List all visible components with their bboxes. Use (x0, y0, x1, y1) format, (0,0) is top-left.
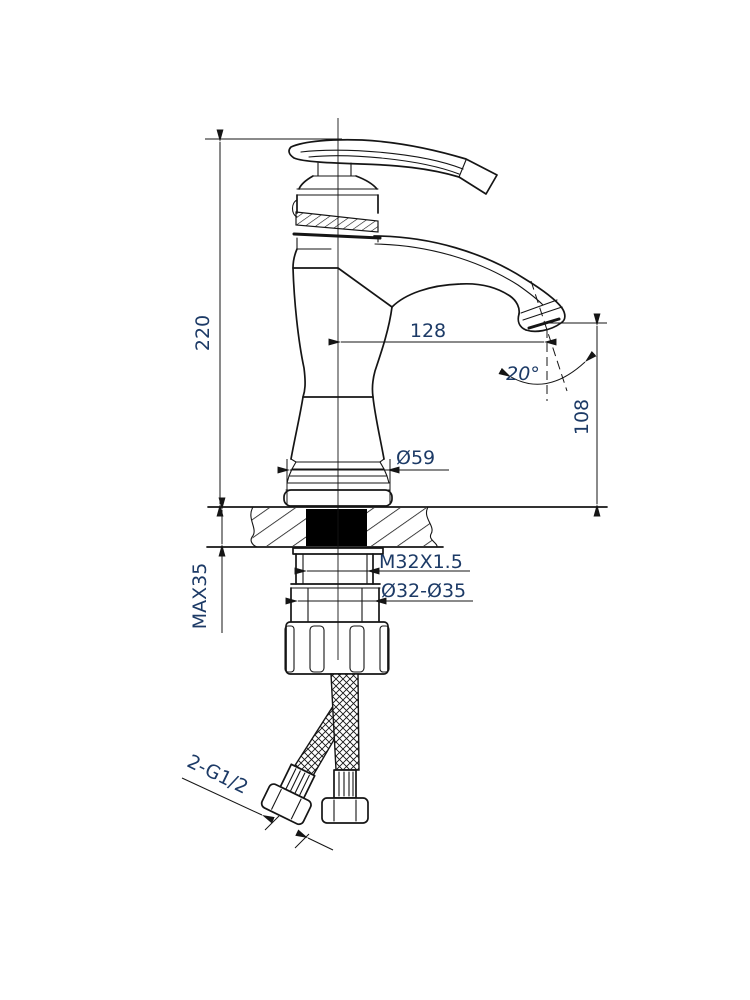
base-ring-1 (290, 458, 385, 463)
handle-blade (288, 138, 498, 195)
threaded-shank-outer (295, 553, 374, 585)
hex-nut-right (321, 797, 369, 824)
faucet (283, 138, 566, 507)
cap-flare-left (298, 175, 314, 190)
counter-hatch-left (251, 508, 306, 546)
spout-inner-line (374, 243, 544, 306)
dim-label-hose-connection: 2-G1/2 (184, 750, 252, 798)
threaded-shank-inner (302, 553, 368, 585)
supply-hoses (260, 673, 369, 826)
handle-tip-line (458, 159, 467, 178)
countertop-cross-section (206, 506, 608, 548)
handle-edge-line-2 (308, 155, 460, 175)
shank-lower-outer (290, 587, 380, 623)
supply-hose-right (330, 673, 360, 771)
ferrule-left-ribs (285, 768, 310, 796)
nut-slot-1 (309, 625, 325, 673)
faucet-handle (288, 138, 498, 195)
dim-label-overall-height: 220 (192, 315, 214, 351)
dim-ticks-hose-connection (264, 815, 310, 849)
housing-base-lines (296, 237, 379, 250)
ferrule-right-ribs (338, 771, 354, 797)
faucet-cartridge-housing (291, 162, 382, 250)
body-diagonal-line (337, 267, 393, 308)
body-left-edge (290, 248, 306, 460)
dim-leader-hose-connection-2 (295, 829, 334, 851)
cap-flare-right (355, 175, 378, 190)
dim-arc-spout-angle (498, 351, 597, 385)
counter-hatch-right (367, 508, 437, 546)
aerator-left-edge (517, 313, 527, 331)
nut-slot-2 (349, 625, 365, 673)
hex-nut-left (260, 783, 312, 826)
dim-label-max-thickness: MAX35 (189, 563, 211, 630)
housing-shadow-line (292, 232, 382, 240)
shank-lower-inner (307, 587, 363, 623)
handle-neck (312, 162, 357, 177)
cap-rings (296, 188, 379, 196)
dim-label-outlet-height: 108 (571, 399, 593, 435)
dim-label-spout-reach: 128 (410, 320, 446, 342)
mounting-gasket (306, 509, 367, 546)
body-right-edge (371, 306, 393, 460)
dim-label-base-diameter: Ø59 (396, 447, 435, 469)
dim-label-shank-thread: M32X1.5 (379, 551, 463, 573)
hex-nut-left-flats (271, 788, 302, 820)
nut-slot-right (379, 625, 390, 673)
spout-top-edge (373, 235, 563, 309)
knurled-ring (295, 211, 379, 233)
handle-edge-line-1 (300, 149, 464, 170)
aerator-outlet (527, 317, 561, 330)
under-counter-assembly (284, 547, 390, 675)
dim-label-spout-angle: 20° (506, 363, 540, 385)
hex-nut-right-flats (333, 799, 357, 822)
faucet-body-fill (291, 242, 392, 459)
counter-break-left (250, 506, 258, 548)
axis-line-spout (530, 280, 568, 392)
dim-label-mounting-hole: Ø32-Ø35 (381, 580, 466, 602)
mounting-nut (285, 621, 389, 675)
aerator-collar-lines (520, 299, 563, 321)
housing-sides (296, 194, 379, 214)
hose-connector-left (260, 763, 316, 826)
spout-underside-arch (391, 282, 521, 315)
counter-break-right (426, 506, 438, 548)
nut-slot-left (284, 625, 295, 673)
dim-leader-hose-connection (181, 777, 275, 824)
